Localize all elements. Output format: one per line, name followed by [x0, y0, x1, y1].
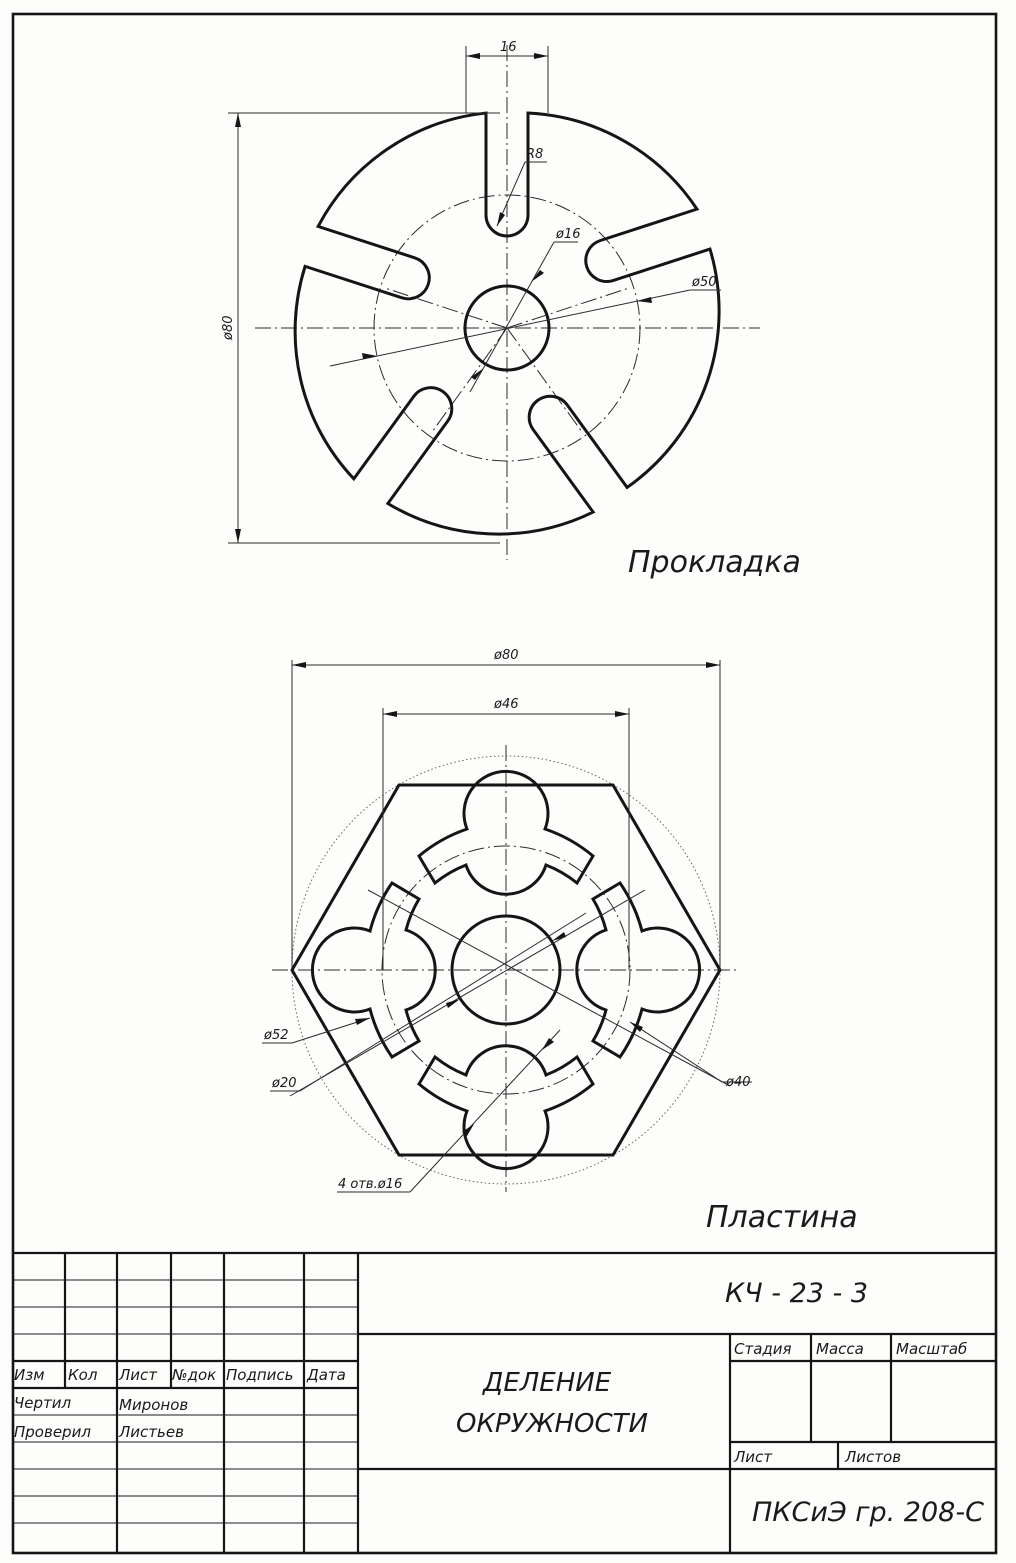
dim-leader: [469, 241, 555, 393]
tb-header-izm: Изм: [14, 1366, 45, 1384]
tb-name-line2: ОКРУЖНОСТИ: [456, 1409, 648, 1439]
tb-name-drawn: Миронов: [119, 1396, 188, 1414]
tb-sheets: Листов: [844, 1448, 901, 1466]
dim-plate-ring: ø52: [263, 1028, 289, 1043]
tb-sheet: Лист: [733, 1448, 773, 1466]
dim-arrow: [355, 1018, 370, 1025]
gasket-view: 16 R8 ø16 ø50 ø80 Прокладка: [221, 40, 801, 580]
dim-leader: [629, 1021, 723, 1083]
tb-name-checked: Листьев: [118, 1423, 184, 1441]
dim-leader: [329, 289, 691, 367]
gasket-title: Прокладка: [628, 545, 801, 580]
dim-arrow: [497, 212, 505, 226]
tb-mass: Масса: [816, 1340, 864, 1358]
dim-leader: [409, 1029, 561, 1193]
tb-scale: Масштаб: [896, 1340, 967, 1358]
dim-plate-outer: ø80: [493, 648, 519, 663]
dim-pitch: ø50: [691, 275, 717, 290]
tb-role-drawn: Чертил: [14, 1394, 72, 1412]
dim-arrow: [292, 662, 306, 668]
dim-plate-pitch: ø40: [725, 1075, 751, 1090]
dim-plate-holes: 4 отв.ø16: [338, 1177, 402, 1192]
plate-slot-right: [575, 880, 702, 1060]
dim-outer: ø80: [221, 316, 236, 342]
dim-hole: ø16: [555, 227, 581, 242]
plate-view: ø80 ø46 ø52 ø20 ø40 4 отв.ø16 Пластина: [262, 648, 858, 1235]
dim-slot-width: 16: [500, 40, 517, 55]
dim-arrow: [615, 711, 629, 717]
dim-arrow: [462, 1124, 474, 1136]
dim-arrow: [383, 711, 397, 717]
dim-arrow: [637, 297, 652, 303]
plate-pitch-circle: [381, 845, 631, 1095]
tb-header-kol: Кол: [68, 1366, 98, 1384]
dim-arrow: [534, 53, 548, 59]
dim-plate-inner: ø46: [493, 697, 519, 712]
dim-arrow: [446, 999, 460, 1008]
tb-org: ПКСиЭ гр. 208-С: [752, 1497, 984, 1528]
dim-arrow: [466, 53, 480, 59]
tb-header-podpis: Подпись: [226, 1366, 293, 1384]
tb-stage: Стадия: [734, 1340, 792, 1358]
gasket-centerline-radial: [506, 327, 583, 433]
dim-radius: R8: [526, 147, 543, 162]
plate-slots: [310, 769, 702, 1171]
tb-header-data: Дата: [306, 1366, 346, 1384]
gasket-centerline-radial: [506, 287, 630, 329]
tb-role-checked: Проверил: [14, 1423, 91, 1441]
dim-plate-center: ø20: [271, 1076, 297, 1091]
title-block: КЧ - 23 - 3 ДЕЛЕНИЕ ОКРУЖНОСТИ ПКСиЭ гр.…: [13, 1251, 996, 1553]
dim-arrow: [552, 932, 566, 941]
dim-arrow: [362, 353, 377, 359]
tb-name-line1: ДЕЛЕНИЕ: [482, 1368, 612, 1398]
dim-arrow: [630, 1022, 643, 1032]
plate-slot-bottom: [417, 1044, 595, 1171]
dim-arrow: [706, 662, 720, 668]
plate-title: Пластина: [706, 1200, 858, 1235]
tb-header-ndok: №док: [171, 1366, 216, 1384]
gasket-center-hole: [463, 284, 551, 372]
plate-diagonal: [367, 889, 731, 1087]
plate-slot-top: [417, 769, 595, 896]
dim-arrow: [235, 113, 241, 127]
gasket-centerline-radial: [431, 327, 508, 433]
dim-arrow: [531, 270, 544, 282]
tb-header-list: Лист: [118, 1366, 158, 1384]
dim-arrow: [542, 1038, 554, 1050]
dim-arrow: [471, 368, 484, 380]
plate-diagonal: [289, 889, 646, 1097]
plate-center-hole: [450, 914, 562, 1026]
drawing-frame: [11, 12, 998, 1555]
tb-code: КЧ - 23 - 3: [725, 1278, 868, 1309]
gasket-pitch-circle: [373, 194, 641, 462]
gasket-outline: [293, 111, 721, 536]
dim-arrow: [235, 529, 241, 543]
gasket-centerline-radial: [384, 287, 508, 329]
plate-slot-left: [310, 880, 437, 1060]
dim-leader: [299, 912, 587, 1092]
